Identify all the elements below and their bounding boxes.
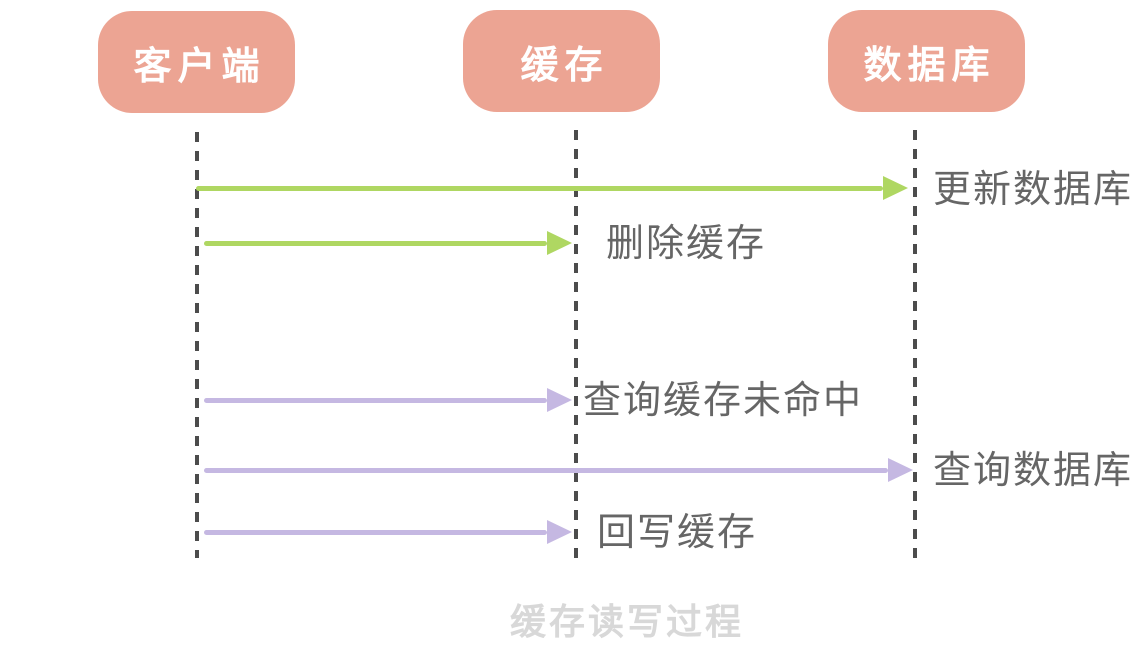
actor-cache-label: 缓存 [520, 42, 609, 87]
message-label-query-cache-miss: 查询缓存未命中 [583, 378, 864, 422]
arrow-shaft [204, 529, 547, 535]
arrow-query-cache-miss [204, 388, 572, 412]
arrowhead-icon [888, 458, 913, 482]
actor-cache-box: 缓存 [463, 10, 660, 112]
arrow-update-database [196, 176, 908, 200]
actor-client-label: 客户端 [133, 43, 266, 88]
actor-database-label: 数据库 [863, 42, 996, 87]
arrow-shaft [204, 467, 888, 473]
arrow-query-database [204, 458, 913, 482]
diagram-caption: 缓存读写过程 [509, 602, 744, 643]
message-label-delete-cache: 删除缓存 [606, 221, 767, 265]
arrowhead-icon [547, 231, 572, 255]
lifeline-database [913, 130, 917, 558]
actor-database-box: 数据库 [828, 10, 1025, 112]
lifeline-client [195, 132, 199, 558]
message-label-query-database: 查询数据库 [933, 448, 1134, 492]
arrow-delete-cache [204, 231, 572, 255]
arrow-shaft [204, 240, 547, 246]
arrow-write-back-cache [204, 520, 572, 544]
actor-client-box: 客户端 [98, 11, 295, 113]
arrowhead-icon [883, 176, 908, 200]
arrow-shaft [196, 185, 883, 191]
arrowhead-icon [547, 520, 572, 544]
message-label-update-database: 更新数据库 [933, 167, 1134, 211]
message-label-write-back-cache: 回写缓存 [597, 510, 758, 554]
arrowhead-icon [547, 388, 572, 412]
lifeline-cache [574, 130, 578, 560]
arrow-shaft [204, 397, 547, 403]
